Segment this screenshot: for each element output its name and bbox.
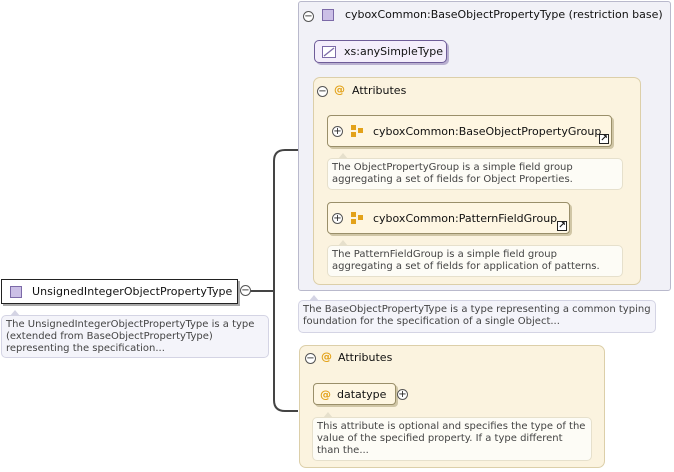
group-expand-toggle[interactable]: + (332, 125, 343, 137)
base-type-collapse-toggle[interactable]: − (303, 11, 314, 22)
base-type-doc-text: The BaseObjectPropertyType is a type rep… (303, 304, 651, 327)
attributes-at-icon: @ (321, 350, 332, 363)
attributes-panel: − @ Attributes @ datatype + This attribu… (299, 345, 605, 468)
attribute-group-icon (351, 125, 365, 137)
attribute-group-box[interactable]: + cyboxCommon:PatternFieldGroup ↗ (327, 202, 570, 234)
base-type-documentation: The BaseObjectPropertyType is a type rep… (298, 295, 656, 333)
base-attributes-collapse-toggle[interactable]: − (317, 86, 328, 97)
base-attributes-label: Attributes (352, 84, 407, 97)
attribute-documentation: This attribute is optional and specifies… (312, 412, 592, 461)
root-element-box[interactable]: UnsignedIntegerObjectPropertyType (1, 279, 238, 304)
attribute-group-documentation: The PatternFieldGroup is a simple field … (327, 240, 623, 277)
reference-link-icon[interactable]: ↗ (557, 221, 567, 231)
attribute-box[interactable]: @ datatype (313, 383, 396, 405)
complex-type-icon (10, 285, 22, 298)
attribute-at-icon: @ (320, 387, 331, 401)
root-documentation: The UnsignedIntegerObjectPropertyType is… (1, 310, 269, 358)
root-collapse-toggle[interactable]: − (240, 285, 251, 296)
simple-type-label: xs:anySimpleType (344, 45, 443, 58)
simple-type-box[interactable]: xs:anySimpleType (314, 40, 447, 63)
attribute-group-documentation: The ObjectPropertyGroup is a simple fiel… (327, 153, 623, 190)
root-doc-text: The UnsignedIntegerObjectPropertyType is… (6, 319, 255, 354)
attributes-label: Attributes (338, 351, 393, 364)
attributes-at-icon: @ (334, 83, 345, 96)
attribute-group-doc-text: The PatternFieldGroup is a simple field … (332, 249, 600, 272)
base-type-label: cyboxCommon:BaseObjectPropertyType (rest… (345, 8, 663, 21)
attribute-group-doc-text: The ObjectPropertyGroup is a simple fiel… (332, 162, 573, 185)
attribute-group-box[interactable]: + cyboxCommon:BaseObjectPropertyGroup ↗ (327, 115, 612, 147)
base-type-box: − cyboxCommon:BaseObjectPropertyType (re… (298, 1, 671, 291)
attribute-group-label: cyboxCommon:PatternFieldGroup (373, 211, 558, 225)
base-type-icon (322, 9, 334, 21)
attribute-doc-text: This attribute is optional and specifies… (317, 421, 586, 456)
attribute-group-label: cyboxCommon:BaseObjectPropertyGroup (373, 124, 602, 138)
group-expand-toggle[interactable]: + (332, 212, 343, 224)
attribute-group-icon (351, 212, 365, 224)
attributes-collapse-toggle[interactable]: − (305, 353, 316, 364)
attribute-label: datatype (337, 387, 387, 401)
root-element-label: UnsignedIntegerObjectPropertyType (32, 285, 233, 298)
reference-link-icon[interactable]: ↗ (599, 134, 609, 144)
simple-type-icon (322, 45, 336, 58)
attribute-expand-toggle[interactable]: + (397, 389, 408, 400)
base-attributes-panel: − @ Attributes + cyboxCommon:BaseObjectP… (313, 77, 641, 285)
